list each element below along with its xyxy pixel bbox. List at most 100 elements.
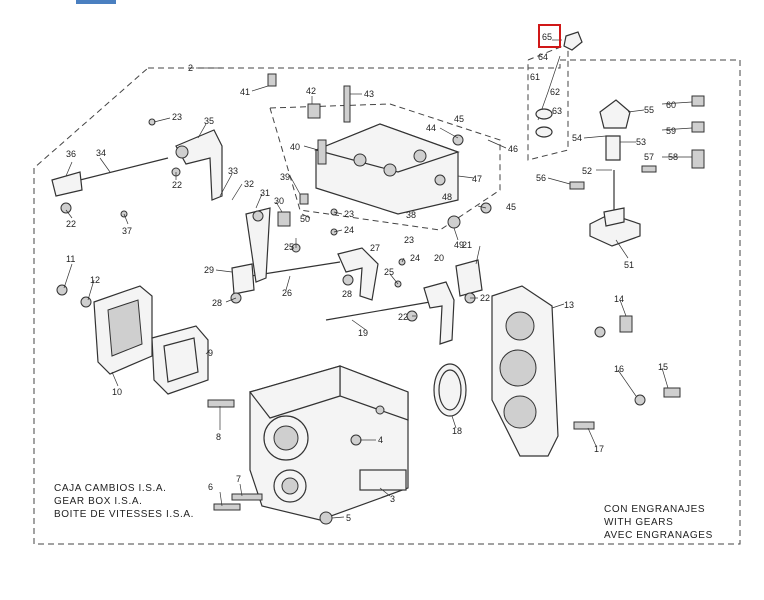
callout-41: 41 xyxy=(240,87,250,97)
shift-fork-35 xyxy=(175,129,223,201)
caption-with-gears-english: WITH GEARS xyxy=(604,517,674,528)
shift-fork-31 xyxy=(245,207,271,283)
callout-35: 35 xyxy=(204,116,214,126)
callout-22-left: 22 xyxy=(66,219,76,229)
callout-labels: 2 41 42 43 65 64 61 62 63 60 59 58 55 54… xyxy=(66,32,678,523)
callout-56: 56 xyxy=(536,173,546,183)
end-plate-13 xyxy=(491,285,559,457)
callout-36: 36 xyxy=(66,149,76,159)
top-edge-tab xyxy=(76,0,116,4)
callout-65: 65 xyxy=(542,32,552,42)
callout-64: 64 xyxy=(538,52,548,62)
callout-25-mid: 25 xyxy=(284,242,294,252)
shift-lever-61 xyxy=(535,55,561,138)
callout-62: 62 xyxy=(550,87,560,97)
callout-27: 27 xyxy=(370,243,380,253)
callout-26: 26 xyxy=(282,288,292,298)
callout-3: 3 xyxy=(390,494,395,504)
callout-63: 63 xyxy=(552,106,562,116)
callout-39: 39 xyxy=(280,172,290,182)
callout-45-top: 45 xyxy=(454,114,464,124)
caption-english: GEAR BOX I.S.A. xyxy=(54,496,143,507)
shift-fork-27 xyxy=(337,247,379,301)
shift-fork-20 xyxy=(423,281,455,345)
callout-29: 29 xyxy=(204,265,214,275)
callout-22-rod19: 22 xyxy=(398,312,408,322)
callout-49: 49 xyxy=(454,240,464,250)
callout-2: 2 xyxy=(188,63,193,73)
callout-16: 16 xyxy=(614,364,624,374)
callout-25-right: 25 xyxy=(384,267,394,277)
leader-lines xyxy=(63,39,693,519)
callout-32: 32 xyxy=(244,179,254,189)
fork-block-21 xyxy=(455,259,483,297)
small-hardware xyxy=(56,73,705,525)
gearbox-housing xyxy=(248,365,409,521)
callout-23-right: 23 xyxy=(404,235,414,245)
callout-24-mid: 24 xyxy=(344,225,354,235)
callout-47: 47 xyxy=(472,174,482,184)
top-cover-boundary xyxy=(269,103,501,231)
callout-59: 59 xyxy=(666,126,676,136)
callout-14: 14 xyxy=(614,294,624,304)
shift-rod-19 xyxy=(325,301,431,321)
callout-58: 58 xyxy=(668,152,678,162)
callout-24-right: 24 xyxy=(410,253,420,263)
callout-5: 5 xyxy=(346,513,351,523)
callout-34: 34 xyxy=(96,148,106,158)
caption-with-gears: CON ENGRANAJES WITH GEARS AVEC ENGRANAGE… xyxy=(604,503,713,542)
callout-9: 9 xyxy=(208,348,213,358)
callout-19: 19 xyxy=(358,328,368,338)
callout-23-mid: 23 xyxy=(344,209,354,219)
spring-53 xyxy=(605,135,621,161)
callout-28-left: 28 xyxy=(212,298,222,308)
callout-6: 6 xyxy=(208,482,213,492)
callout-23-top: 23 xyxy=(172,112,182,122)
callout-22-fork: 22 xyxy=(480,293,490,303)
callout-13: 13 xyxy=(564,300,574,310)
side-cover-10 xyxy=(93,285,153,375)
callout-38: 38 xyxy=(406,210,416,220)
diagram-frame xyxy=(33,59,741,545)
callout-30: 30 xyxy=(274,196,284,206)
callout-60: 60 xyxy=(666,100,676,110)
callout-17: 17 xyxy=(594,444,604,454)
callout-51: 51 xyxy=(624,260,634,270)
callout-18: 18 xyxy=(452,426,462,436)
callout-12: 12 xyxy=(90,275,100,285)
callout-11: 11 xyxy=(66,254,75,264)
callout-8: 8 xyxy=(216,432,221,442)
caption-with-gears-french: AVEC ENGRANAGES xyxy=(604,530,713,541)
callout-28-right: 28 xyxy=(342,289,352,299)
callout-44: 44 xyxy=(426,123,436,133)
gasket-9 xyxy=(151,325,209,395)
seal-ring-18 xyxy=(433,363,467,417)
callout-43: 43 xyxy=(364,89,374,99)
boot-55 xyxy=(599,99,631,129)
callout-21: 21 xyxy=(462,240,472,250)
callout-40: 40 xyxy=(290,142,300,152)
callout-20: 20 xyxy=(434,253,444,263)
callout-4: 4 xyxy=(378,435,383,445)
shift-rod-34 xyxy=(51,157,169,197)
callout-54: 54 xyxy=(572,133,582,143)
callout-7: 7 xyxy=(236,474,241,484)
callout-61: 61 xyxy=(530,72,540,82)
caption-gearbox-title: CAJA CAMBIOS I.S.A. GEAR BOX I.S.A. BOIT… xyxy=(54,482,194,521)
callout-42: 42 xyxy=(306,86,316,96)
shift-knob-65 xyxy=(563,31,583,51)
shift-lever-boundary xyxy=(527,43,569,161)
caption-french: BOITE DE VITESSES I.S.A. xyxy=(54,509,194,520)
callout-45-right: 45 xyxy=(506,202,516,212)
caption-spanish: CAJA CAMBIOS I.S.A. xyxy=(54,483,167,494)
callout-55: 55 xyxy=(644,105,654,115)
callout-53: 53 xyxy=(636,137,646,147)
callout-46: 46 xyxy=(508,144,518,154)
callout-22-rod: 22 xyxy=(172,180,182,190)
caption-with-gears-spanish: CON ENGRANAJES xyxy=(604,504,706,515)
callout-57: 57 xyxy=(644,152,654,162)
callout-31: 31 xyxy=(260,188,270,198)
callout-10: 10 xyxy=(112,387,122,397)
callout-15: 15 xyxy=(658,362,668,372)
